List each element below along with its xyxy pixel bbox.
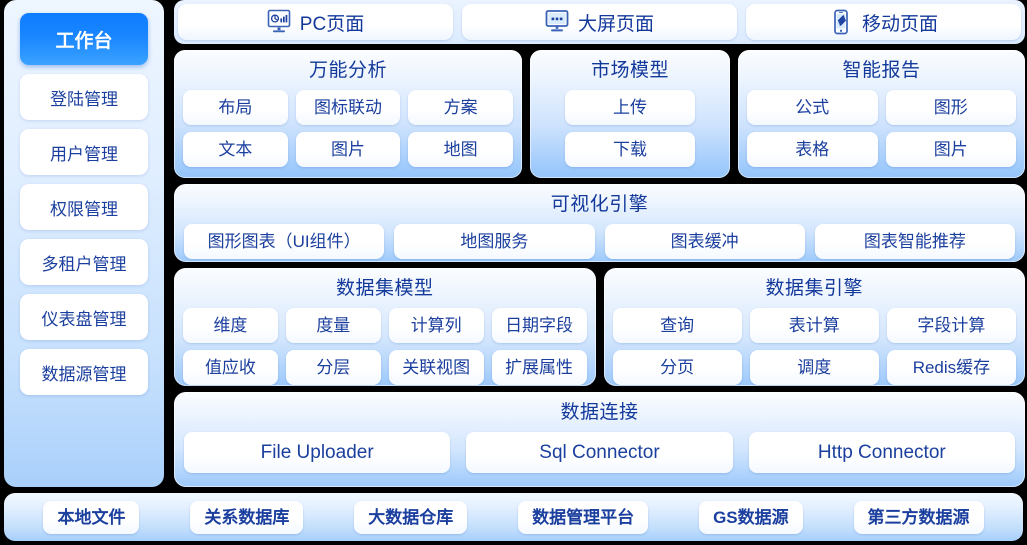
chip-redis-cache[interactable]: Redis缓存 — [886, 350, 1017, 385]
sidebar-item-label: 仪表盘管理 — [41, 309, 127, 329]
chip-value-receivable[interactable]: 值应收 — [183, 350, 278, 385]
sidebar-item-label: 工作台 — [55, 30, 113, 52]
tab-label: PC页面 — [299, 13, 365, 35]
chip-relational-database[interactable]: 关系数据库 — [190, 500, 304, 534]
sidebar-item-permission-management[interactable]: 权限管理 — [20, 184, 148, 230]
chip-data-management-platform[interactable]: 数据管理平台 — [518, 500, 649, 534]
sidebar-item-label: 数据源管理 — [41, 364, 127, 384]
sidebar-item-user-management[interactable]: 用户管理 — [20, 129, 148, 175]
sidebar-item-workbench[interactable]: 工作台 — [20, 13, 148, 65]
chip-local-file[interactable]: 本地文件 — [43, 500, 140, 534]
dataset-row: 数据集模型 维度 度量 计算列 日期字段 值应收 分层 关联视图 扩展属性 — [174, 268, 1025, 386]
main-area: 工作台 登陆管理 用户管理 权限管理 多租户管理 仪表盘管理 数据源管理 — [4, 0, 1025, 487]
chip-icon-linkage[interactable]: 图标联动 — [295, 90, 401, 125]
chip-related-view[interactable]: 关联视图 — [388, 350, 484, 385]
sidebar: 工作台 登陆管理 用户管理 权限管理 多租户管理 仪表盘管理 数据源管理 — [4, 0, 164, 487]
panel-title: 数据集模型 — [335, 278, 434, 299]
tab-large-screen-page[interactable]: 大屏页面 — [462, 4, 737, 40]
chip-sql-connector[interactable]: Sql Connector — [466, 432, 733, 473]
module-universal-analysis: 万能分析 布局 图标联动 方案 文本 图片 地图 — [174, 50, 522, 178]
tab-pc-page[interactable]: PC页面 — [178, 4, 453, 40]
chip-upload[interactable]: 上传 — [565, 90, 695, 125]
sidebar-item-label: 多租户管理 — [41, 254, 127, 274]
chip-http-connector[interactable]: Http Connector — [748, 432, 1015, 473]
chip-download[interactable]: 下载 — [565, 132, 695, 167]
chip-field-calculation[interactable]: 字段计算 — [886, 308, 1017, 343]
module-market-model: 市场模型 上传 下载 — [530, 50, 730, 178]
sidebar-item-multi-tenant-management[interactable]: 多租户管理 — [20, 239, 148, 285]
chip-pagination[interactable]: 分页 — [612, 350, 742, 385]
module-intelligent-report: 智能报告 公式 图形 表格 图片 — [738, 50, 1025, 178]
chip-image[interactable]: 图片 — [295, 132, 401, 167]
tab-label: 移动页面 — [861, 13, 938, 35]
module-title: 市场模型 — [590, 60, 669, 81]
chip-file-uploader[interactable]: File Uploader — [184, 432, 451, 473]
chip-chart-buffer[interactable]: 图表缓冲 — [604, 224, 805, 259]
chip-query[interactable]: 查询 — [612, 308, 742, 343]
sidebar-item-login-management[interactable]: 登陆管理 — [20, 74, 148, 120]
panel-title: 可视化引擎 — [550, 194, 649, 215]
panel-title: 数据连接 — [560, 402, 639, 423]
chip-extended-attribute[interactable]: 扩展属性 — [491, 350, 587, 385]
chip-dimension[interactable]: 维度 — [183, 308, 278, 343]
panel-dataset-engine: 数据集引擎 查询 表计算 字段计算 分页 调度 Redis缓存 — [603, 268, 1025, 386]
tab-label: 大屏页面 — [577, 13, 654, 35]
chip-picture[interactable]: 图片 — [885, 132, 1016, 167]
chip-hierarchy[interactable]: 分层 — [285, 350, 381, 385]
chip-big-data-warehouse[interactable]: 大数据仓库 — [354, 500, 468, 534]
chip-graphic[interactable]: 图形 — [885, 90, 1016, 125]
chip-map-service[interactable]: 地图服务 — [394, 224, 595, 259]
content-column: PC页面 大屏页面 — [174, 0, 1025, 487]
modules-row: 万能分析 布局 图标联动 方案 文本 图片 地图 — [174, 50, 1025, 178]
module-title: 万能分析 — [308, 60, 387, 81]
chip-calculated-column[interactable]: 计算列 — [388, 308, 484, 343]
chip-scheme[interactable]: 方案 — [408, 90, 514, 125]
large-screen-icon — [545, 10, 569, 32]
tab-mobile-page[interactable]: 移动页面 — [746, 4, 1021, 40]
sidebar-item-datasource-management[interactable]: 数据源管理 — [20, 349, 148, 395]
sidebar-item-label: 登陆管理 — [50, 89, 118, 109]
chip-gs-datasource[interactable]: GS数据源 — [699, 500, 803, 534]
chip-formula[interactable]: 公式 — [747, 90, 878, 125]
chip-table-calculation[interactable]: 表计算 — [749, 308, 879, 343]
panel-visualization-engine: 可视化引擎 图形图表（UI组件） 地图服务 图表缓冲 图表智能推荐 — [174, 184, 1025, 262]
chip-map[interactable]: 地图 — [408, 132, 514, 167]
chip-charts-ui-components[interactable]: 图形图表（UI组件） — [184, 224, 385, 259]
chip-date-field[interactable]: 日期字段 — [491, 308, 587, 343]
sidebar-item-label: 用户管理 — [50, 144, 118, 164]
chip-table[interactable]: 表格 — [747, 132, 878, 167]
mobile-phone-icon — [834, 9, 848, 35]
chip-measure[interactable]: 度量 — [285, 308, 381, 343]
chip-chart-smart-recommend[interactable]: 图表智能推荐 — [814, 224, 1015, 259]
monitor-chart-icon — [267, 9, 291, 33]
sidebar-item-label: 权限管理 — [50, 199, 118, 219]
page-tabs: PC页面 大屏页面 — [174, 0, 1025, 44]
chip-layout[interactable]: 布局 — [183, 90, 288, 125]
panel-data-connection: 数据连接 File Uploader Sql Connector Http Co… — [174, 392, 1025, 487]
panel-dataset-model: 数据集模型 维度 度量 计算列 日期字段 值应收 分层 关联视图 扩展属性 — [174, 268, 596, 386]
panel-title: 数据集引擎 — [765, 278, 863, 299]
chip-third-party-datasource[interactable]: 第三方数据源 — [853, 500, 984, 534]
module-title: 智能报告 — [842, 60, 921, 81]
chip-scheduling[interactable]: 调度 — [749, 350, 879, 385]
chip-text[interactable]: 文本 — [183, 132, 288, 167]
sidebar-item-dashboard-management[interactable]: 仪表盘管理 — [20, 294, 148, 340]
data-sources-bar: 本地文件 关系数据库 大数据仓库 数据管理平台 GS数据源 第三方数据源 — [4, 493, 1023, 541]
